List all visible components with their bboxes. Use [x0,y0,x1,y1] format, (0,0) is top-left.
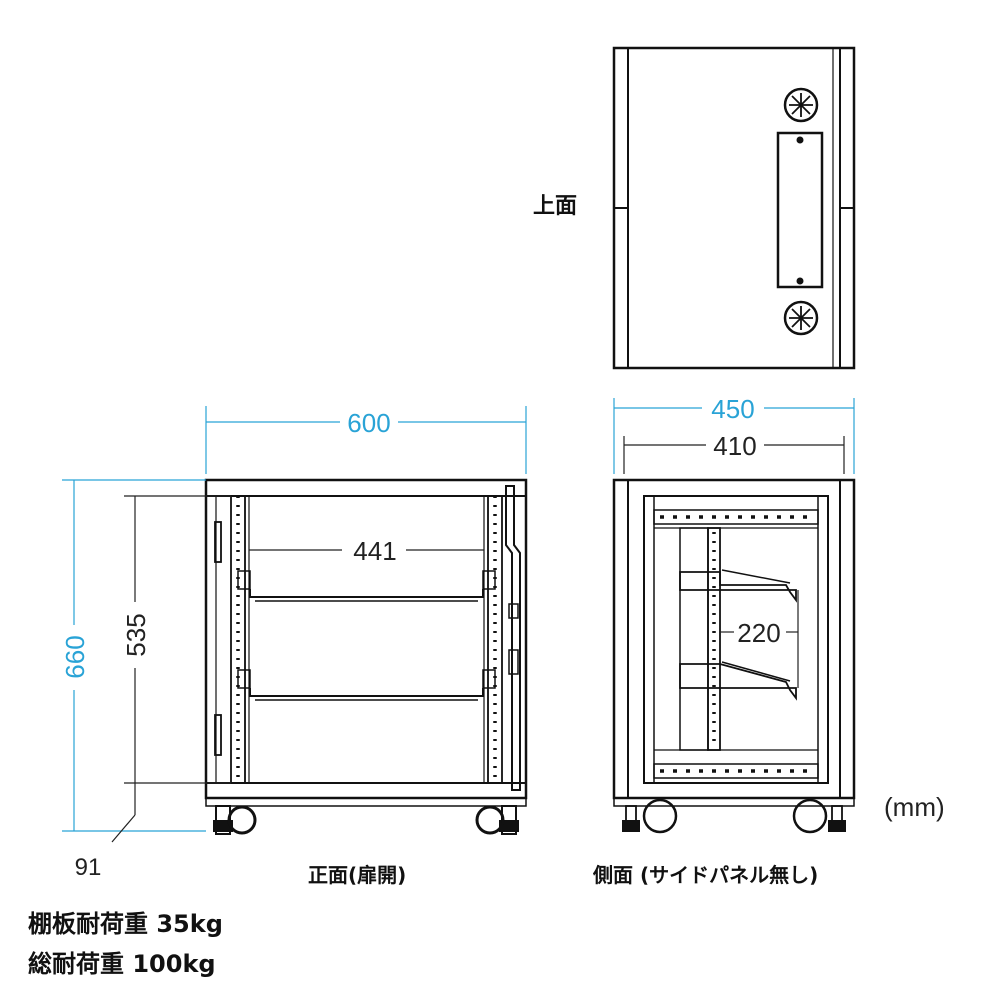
dim-side-width: 450 [613,394,855,474]
dim-shelf-pitch: 220 [720,590,799,688]
unit-label: (mm) [884,792,945,822]
inner-rail-width-value: 441 [353,536,396,566]
dim-side-inner-width: 410 [623,431,845,474]
front-frame [204,478,528,800]
shelf [237,669,496,701]
fan-icon [783,300,819,336]
total-height-value: 660 [60,635,90,678]
top-view: 上面 [533,46,856,370]
top-view-label: 上面 [533,194,577,219]
open-door [505,485,521,791]
dim-inner-rail-width: 441 [249,536,484,566]
total-load-spec: 総耐荷重 100kg [28,950,216,978]
side-width-value: 450 [711,394,754,424]
caster-icon [475,805,519,835]
front-width-value: 600 [347,408,390,438]
cable-port-plate [776,131,824,289]
dim-caster-height: 91 [75,783,136,881]
shelf [237,570,496,602]
shelf [679,569,797,603]
caster-height-value: 91 [75,854,102,881]
dim-rack-height: 535 [121,495,231,784]
shelf-load-spec: 棚板耐荷重 35kg [28,910,223,938]
rack-height-value: 535 [121,613,151,656]
dim-front-width: 600 [205,406,527,474]
side-view: 220 側面 (サイドパネル無し) [592,478,856,887]
side-inner-width-value: 410 [713,431,756,461]
caster-icon [213,805,257,835]
front-view: 正面(扉開) [204,478,528,887]
shelf [679,661,797,701]
fan-icon [783,87,819,123]
shelf-pitch-value: 220 [737,618,780,648]
caster-icon [792,798,846,834]
caster-icon [622,798,678,834]
front-view-label: 正面(扉開) [308,863,406,887]
side-view-label: 側面 (サイドパネル無し) [592,863,818,887]
dim-total-height: 660 [60,479,206,832]
